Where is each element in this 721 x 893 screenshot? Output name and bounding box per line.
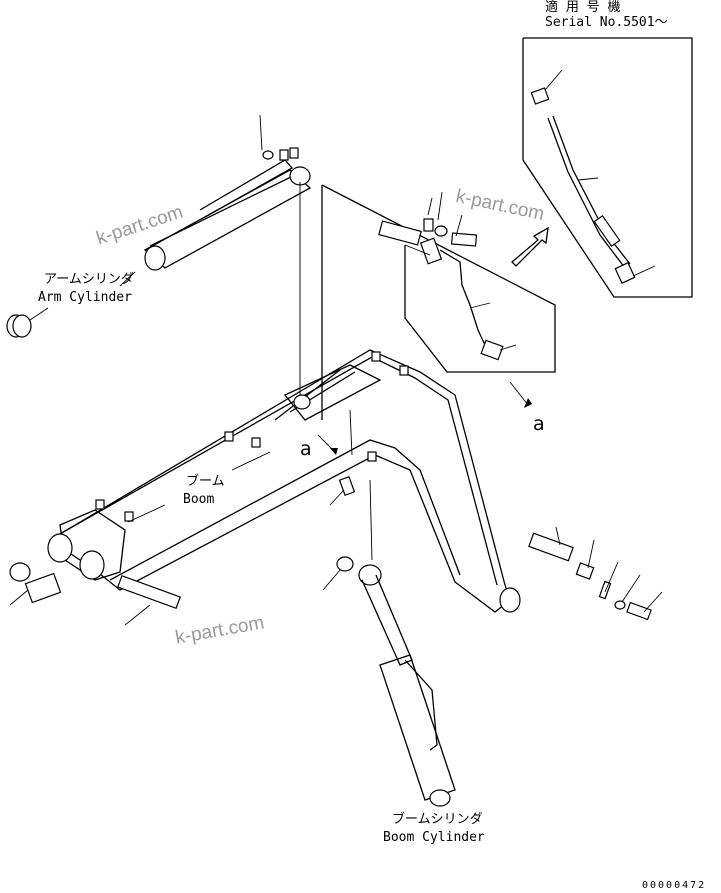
drawing-code: 00000472: [642, 880, 707, 891]
arm-cylinder-label-jp: アームシリンダ: [44, 272, 134, 287]
serial-number-label: Serial No.5501～: [545, 15, 668, 30]
boom-part: [47, 349, 521, 613]
boom-top-pin-parts: [528, 526, 663, 621]
boom-label-jp: ブーム: [186, 474, 225, 489]
serial-box-title: 適 用 号 機: [545, 0, 621, 15]
boom-foot-pin-parts: [9, 562, 181, 626]
boom-cylinder-label-jp: ブームシリンダ: [392, 812, 483, 827]
fitting-detail-box: [321, 184, 556, 420]
serial-detail-box: [511, 37, 693, 298]
arm-cylinder-label-en: Arm Cylinder: [38, 290, 132, 305]
boom-label-en: Boom: [183, 492, 215, 507]
boom-cylinder-part: [322, 479, 456, 807]
boom-cylinder-label-en: Boom Cylinder: [383, 830, 485, 845]
arm-cylinder-part: [6, 114, 312, 400]
reference-a-detail: a: [533, 413, 545, 435]
reference-a-view: a: [300, 438, 312, 460]
